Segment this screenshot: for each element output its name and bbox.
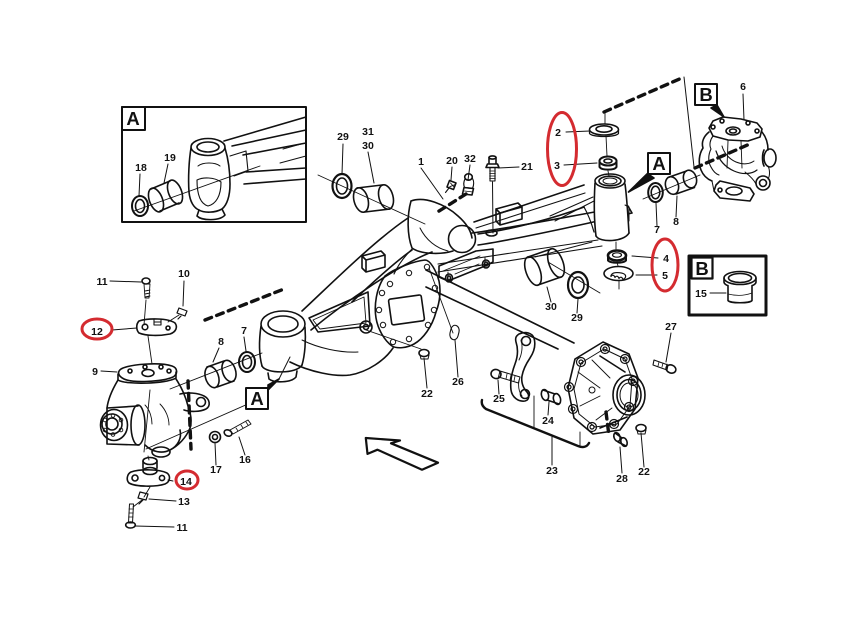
svg-text:25: 25 — [493, 393, 505, 405]
svg-text:11: 11 — [96, 276, 107, 288]
svg-text:19: 19 — [164, 152, 176, 164]
svg-text:16: 16 — [239, 454, 251, 466]
svg-text:17: 17 — [210, 464, 222, 476]
svg-text:22: 22 — [421, 388, 433, 400]
svg-text:10: 10 — [178, 268, 190, 280]
svg-text:22: 22 — [638, 466, 650, 478]
svg-text:A: A — [652, 153, 665, 174]
svg-text:27: 27 — [665, 321, 677, 333]
svg-text:12: 12 — [91, 326, 103, 338]
svg-text:13: 13 — [178, 496, 190, 508]
svg-text:29: 29 — [571, 312, 583, 324]
svg-text:4: 4 — [663, 253, 669, 265]
svg-text:5: 5 — [662, 270, 668, 282]
svg-text:A: A — [250, 388, 263, 409]
svg-text:20: 20 — [446, 155, 458, 167]
svg-text:2: 2 — [555, 127, 561, 139]
svg-text:31: 31 — [362, 126, 374, 138]
svg-text:30: 30 — [545, 301, 557, 313]
svg-text:15: 15 — [695, 288, 707, 300]
svg-text:32: 32 — [464, 153, 476, 165]
svg-text:18: 18 — [135, 162, 147, 174]
svg-text:3: 3 — [554, 160, 560, 172]
svg-text:29: 29 — [337, 131, 349, 143]
svg-text:21: 21 — [521, 161, 533, 173]
svg-text:6: 6 — [740, 81, 746, 93]
svg-text:23: 23 — [546, 465, 558, 477]
svg-text:24: 24 — [542, 415, 554, 427]
svg-text:8: 8 — [218, 336, 224, 348]
svg-text:7: 7 — [654, 224, 660, 236]
svg-text:7: 7 — [241, 325, 247, 337]
svg-text:11: 11 — [176, 522, 187, 534]
svg-text:9: 9 — [92, 366, 98, 378]
svg-text:B: B — [699, 84, 712, 105]
svg-text:14: 14 — [180, 476, 192, 488]
svg-text:30: 30 — [362, 140, 374, 152]
svg-text:B: B — [695, 258, 708, 279]
svg-text:1: 1 — [418, 156, 424, 168]
svg-text:A: A — [126, 108, 139, 129]
svg-text:26: 26 — [452, 376, 464, 388]
svg-text:8: 8 — [673, 216, 679, 228]
svg-text:28: 28 — [616, 473, 628, 485]
